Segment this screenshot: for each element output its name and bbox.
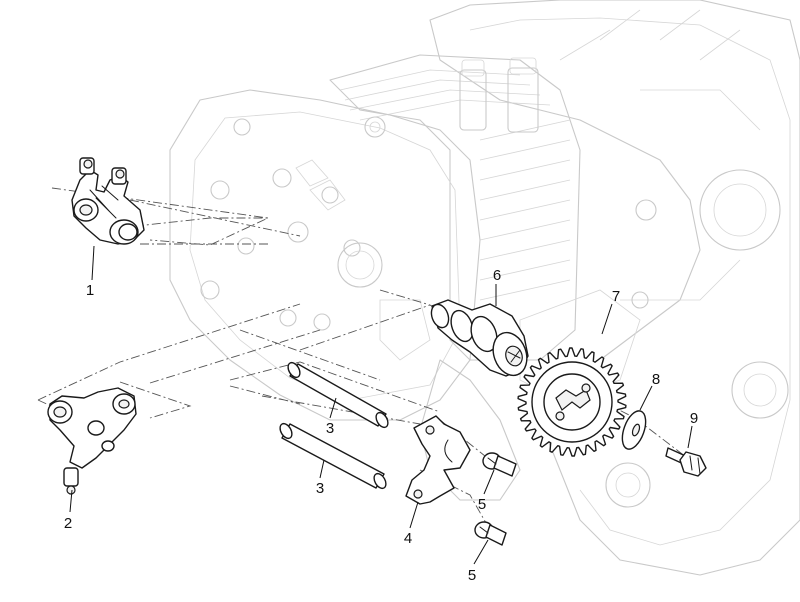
rocker-arm-upper[interactable] [71, 157, 145, 245]
cam-sprocket[interactable] [517, 347, 627, 457]
callout-3-upper: 3 [326, 420, 334, 437]
callout-9: 9 [690, 410, 698, 427]
screw-lower[interactable] [474, 521, 507, 546]
leader-lines [69, 245, 693, 565]
callout-5-lower: 5 [468, 567, 476, 584]
bolt[interactable] [665, 447, 707, 477]
rocker-arm-lower[interactable] [47, 387, 137, 495]
engine-ghost-outline [169, 0, 800, 576]
callout-5-upper: 5 [478, 496, 486, 513]
callout-1: 1 [86, 282, 94, 299]
retaining-plate[interactable] [405, 415, 471, 505]
camshaft[interactable] [428, 299, 532, 380]
callout-4: 4 [404, 530, 412, 547]
callout-2: 2 [64, 515, 72, 532]
callout-3-lower: 3 [316, 480, 324, 497]
callout-6: 6 [493, 267, 501, 284]
screw-upper[interactable] [482, 452, 517, 477]
callout-8: 8 [652, 371, 660, 388]
rocker-shaft-upper[interactable] [286, 361, 391, 430]
callout-7: 7 [612, 288, 620, 305]
washer[interactable] [618, 408, 650, 452]
assembly-lines [37, 187, 691, 531]
rocker-shaft-lower[interactable] [278, 422, 389, 491]
callout-labels: 1 2 3 3 4 5 5 6 7 8 9 [64, 267, 698, 584]
